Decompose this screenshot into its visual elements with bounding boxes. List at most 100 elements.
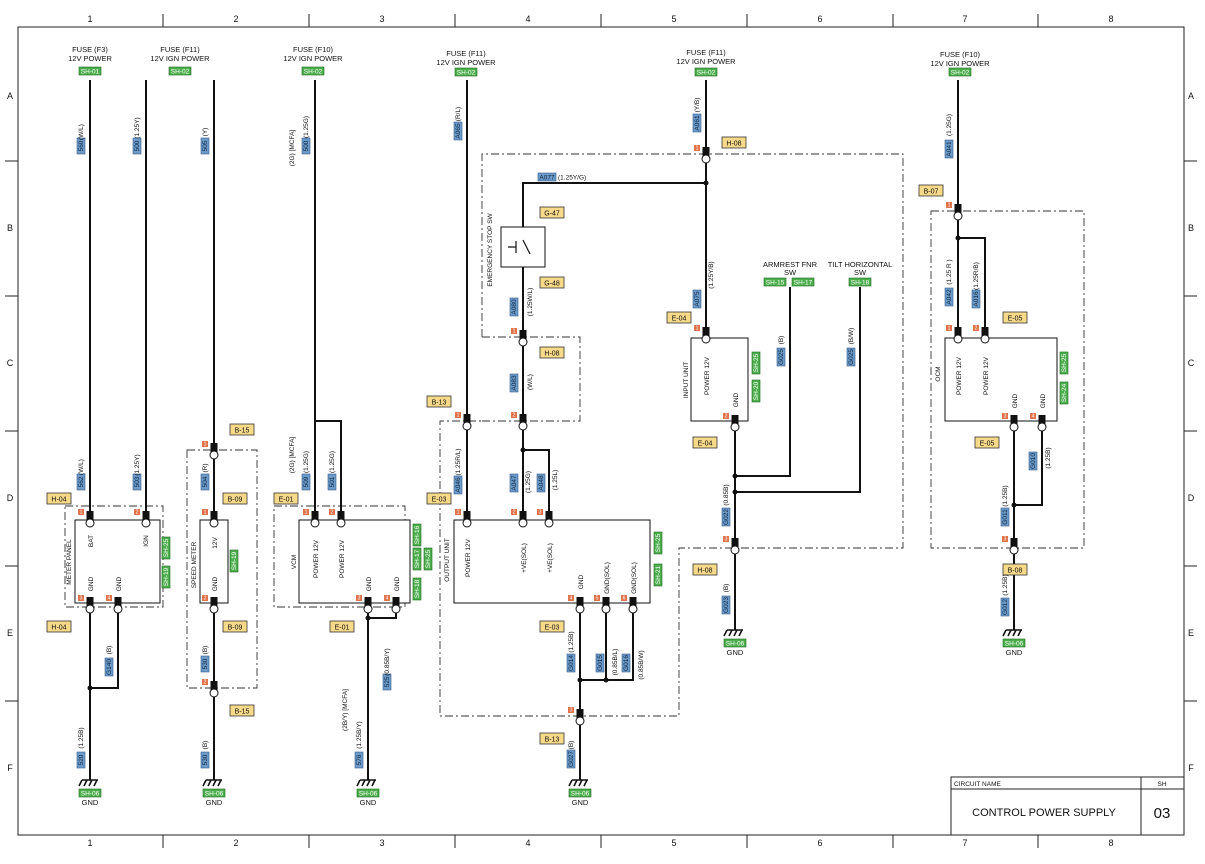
grid-column-label: 6 <box>817 838 822 848</box>
wire-code-tag: 503 <box>132 473 142 491</box>
connector-pin: 5 <box>594 595 611 614</box>
svg-text:3: 3 <box>80 596 83 602</box>
svg-text:(W/L): (W/L) <box>527 374 534 390</box>
svg-text:A077: A077 <box>539 175 555 182</box>
svg-text:G023: G023 <box>723 597 730 613</box>
svg-text:520: 520 <box>78 754 85 765</box>
svg-text:(0.85B/L): (0.85B/L) <box>612 649 619 676</box>
svg-text:(0.85B/Y): (0.85B/Y) <box>384 648 391 675</box>
svg-text:1: 1 <box>513 329 516 335</box>
svg-text:GND: GND <box>206 798 223 807</box>
grid-column-label: 5 <box>671 838 676 848</box>
svg-text:SH-06: SH-06 <box>205 791 224 798</box>
wire-code-tag: G022 <box>721 507 731 527</box>
svg-text:12V IGN POWER: 12V IGN POWER <box>283 54 343 63</box>
svg-text:FUSE (F11): FUSE (F11) <box>160 45 200 54</box>
svg-text:SH-01: SH-01 <box>81 69 100 76</box>
connector-pin: 2 <box>202 595 219 614</box>
grid-row-label: E <box>1188 628 1194 638</box>
svg-text:G027: G027 <box>568 751 575 767</box>
ocm-box <box>944 337 1058 422</box>
wire-code-tag: G025 <box>776 347 786 367</box>
svg-text:2: 2 <box>725 414 728 420</box>
svg-text:2: 2 <box>513 413 516 419</box>
svg-text:3: 3 <box>1004 414 1007 420</box>
svg-text:G140: G140 <box>106 659 113 675</box>
svg-text:(B): (B) <box>568 741 575 750</box>
wire-code-tag: A080 <box>509 297 519 317</box>
grid-row-label: A <box>7 91 13 101</box>
sheet-ref-tag: SH-02 <box>301 66 325 76</box>
svg-text:E-04: E-04 <box>698 441 713 448</box>
svg-text:2: 2 <box>204 596 207 602</box>
svg-text:(1.25B): (1.25B) <box>1045 447 1052 468</box>
connector-pin: 4 <box>106 595 123 614</box>
pin-label: POWER 12V <box>956 356 963 395</box>
wire-code-tag: G023 <box>721 595 731 615</box>
svg-text:SH-02: SH-02 <box>304 69 323 76</box>
svg-text:2: 2 <box>513 510 516 516</box>
svg-text:G010: G010 <box>1030 453 1037 469</box>
svg-text:2: 2 <box>331 510 334 516</box>
svg-text:SH-16: SH-16 <box>414 525 421 544</box>
component-sheet-refs: SH-25 SH-19 SH-19 SH-16 SH-17 SH-25 SH-1… <box>161 277 1069 601</box>
svg-text:(1.25Y): (1.25Y) <box>134 117 141 138</box>
tilt-horizontal-label: TILT HORIZONTAL <box>828 260 893 269</box>
connector-pin: 2 <box>202 679 219 698</box>
svg-text:503: 503 <box>134 476 141 487</box>
connector-pin: 1 <box>694 145 711 164</box>
wire-code-tag: A083 <box>509 373 519 393</box>
svg-text:H-08: H-08 <box>726 141 741 148</box>
wire-labels: 560 (W/L) 500 (1.25Y) 505 (Y) 500 (1.25G… <box>76 98 1052 769</box>
svg-text:(1.25 R ): (1.25 R ) <box>946 259 953 284</box>
connector-tag: B-13 <box>539 732 565 745</box>
grid-column-label: 1 <box>87 838 92 848</box>
grid-row-label: A <box>1188 91 1194 101</box>
connector-tag: E-01 <box>273 492 299 505</box>
fuse-labels: FUSE (F3) 12V POWER SH-01 FUSE (F11) 12V… <box>68 45 990 77</box>
wire-code-tag: 501 <box>327 473 337 491</box>
sheet-ref-tag: SH-15 <box>763 277 787 287</box>
connector-pin: 6 <box>621 595 638 614</box>
sheet-ref-tag: SH-21 <box>653 563 663 587</box>
connector-tag: E-01 <box>329 620 355 633</box>
connector-tag: B-15 <box>229 704 255 717</box>
emergency-stop-switch <box>500 226 546 268</box>
svg-text:A048: A048 <box>538 475 545 491</box>
svg-text:SH-20: SH-20 <box>753 381 760 400</box>
wire-code-tag: A046 <box>453 475 463 495</box>
connector-pin: 3 <box>723 536 740 555</box>
grid-column-label: 2 <box>233 838 238 848</box>
svg-text:A080: A080 <box>511 299 518 315</box>
connector-pin: 1 <box>202 509 219 528</box>
sheet-ref-tag: SH-25 <box>423 547 433 571</box>
svg-text:SH-19: SH-19 <box>163 567 170 586</box>
sheet-number: 03 <box>1154 805 1171 822</box>
sheet-ref-tag: SH-25 <box>161 536 171 560</box>
connector-pin: 3 <box>1002 536 1019 555</box>
pin-label: GND <box>116 576 123 591</box>
wire-code-tag: A061 <box>692 113 702 133</box>
input-unit-label: INPUT UNIT <box>683 362 690 398</box>
connector-pin: 1 <box>511 328 528 347</box>
svg-text:(1.25B/Y): (1.25B/Y) <box>356 721 363 748</box>
connector-pin: 1 <box>303 509 320 528</box>
svg-text:G-48: G-48 <box>544 281 560 288</box>
wire-code-tag: G012 <box>1000 597 1010 617</box>
connector-tag: B-09 <box>222 492 248 505</box>
connector-tag: E-05 <box>974 436 1000 449</box>
connector-pin: 1 <box>455 509 472 528</box>
svg-text:3: 3 <box>570 708 573 714</box>
svg-text:(B): (B) <box>202 741 209 750</box>
svg-text:E-01: E-01 <box>279 497 294 504</box>
svg-text:1: 1 <box>696 326 699 332</box>
grid-column-label: 5 <box>671 14 676 24</box>
svg-text:500: 500 <box>303 140 310 151</box>
svg-text:(1.25Y): (1.25Y) <box>134 454 141 475</box>
output-unit-box <box>453 519 651 604</box>
sheet-ref-tag: SH-18 <box>848 277 872 287</box>
